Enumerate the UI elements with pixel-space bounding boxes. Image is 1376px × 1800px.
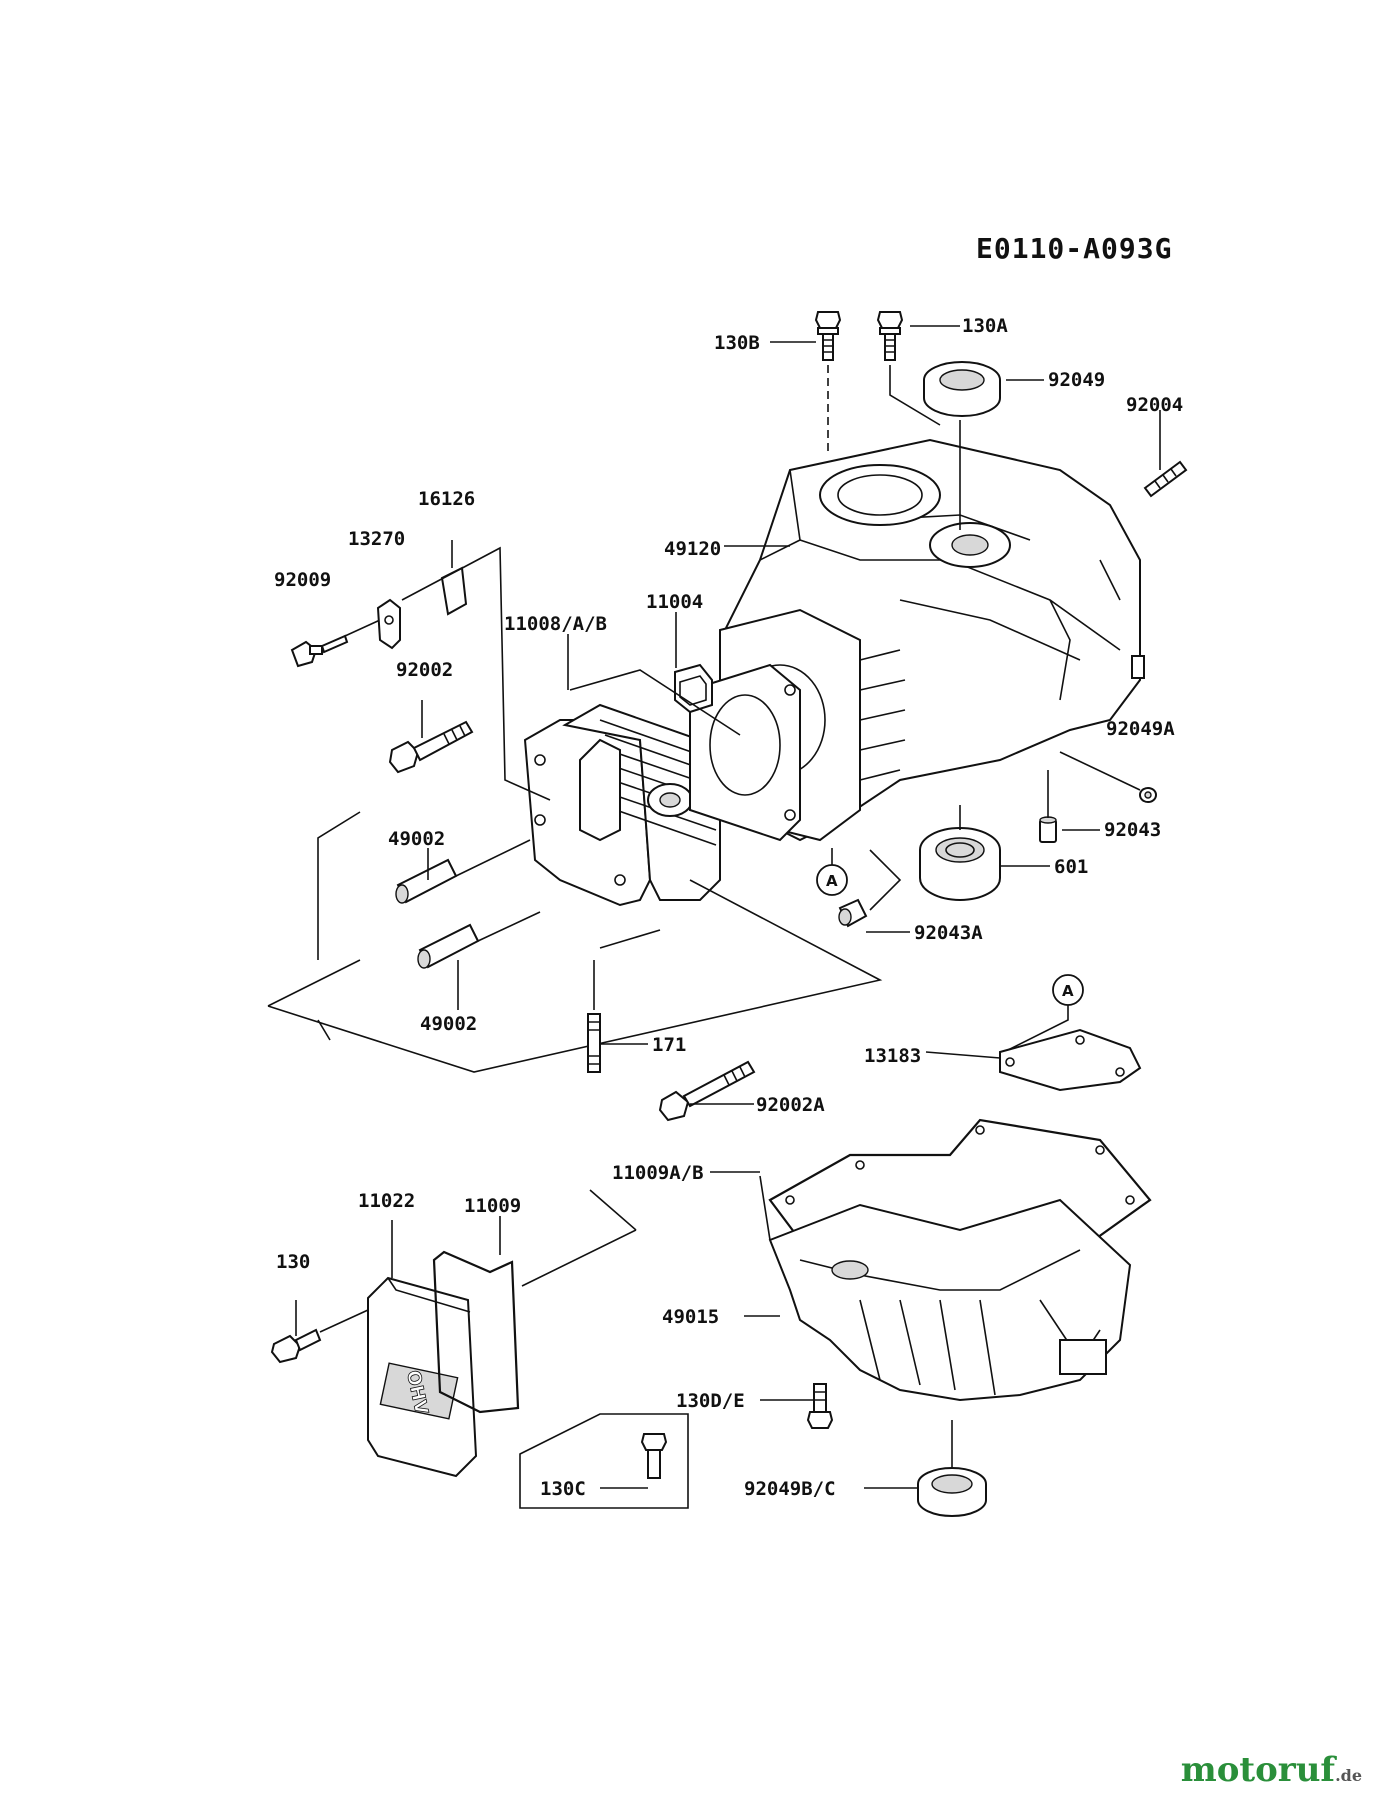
logo-text: motoruf [1180,1750,1336,1790]
bolt-92002A[interactable] [658,1060,756,1122]
label-11009: 11009 [464,1195,521,1217]
cover-plate-13183[interactable] [999,1028,1142,1092]
callout-A-2: A [1052,974,1084,1006]
label-16126: 16126 [418,488,475,510]
head-gasket-part[interactable] [674,663,801,842]
pin-92043A[interactable] [838,898,868,928]
label-171: 171 [652,1034,686,1056]
bolt-92009[interactable] [290,634,349,668]
stud-92004[interactable] [1143,460,1188,498]
label-49120: 49120 [664,538,721,560]
label-11022: 11022 [358,1190,415,1212]
oil-seal-92049[interactable] [923,361,1001,417]
label-13183: 13183 [864,1045,921,1067]
label-11008AB: 11008/A/B [504,613,607,635]
svg-text:A: A [1062,982,1074,1000]
rocker-cover-11022[interactable]: OHV [367,1276,478,1478]
label-601: 601 [1054,856,1088,878]
plate-16126[interactable] [440,566,468,616]
bolt-130B[interactable] [814,311,842,361]
label-92049BC: 92049B/C [744,1478,836,1500]
label-92002A: 92002A [756,1094,825,1116]
label-130B: 130B [714,332,760,354]
bolt-130C-box [519,1413,689,1509]
stud-171[interactable] [587,1013,601,1073]
seal-92049A[interactable] [1139,787,1157,803]
label-92002: 92002 [396,659,453,681]
label-92043A: 92043A [914,922,983,944]
gasket-11009[interactable] [432,1250,520,1414]
label-11004: 11004 [646,591,703,613]
label-92049: 92049 [1048,369,1105,391]
site-logo: motoruf.de [1181,1750,1362,1790]
label-92009: 92009 [274,569,331,591]
label-130DE: 130D/E [676,1390,745,1412]
label-92004: 92004 [1126,394,1183,416]
logo-tld: .de [1335,1766,1362,1785]
clamp-13270[interactable] [376,598,401,650]
label-49015: 49015 [662,1306,719,1328]
label-130A: 130A [962,315,1008,337]
bolt-130[interactable] [270,1328,322,1364]
diagram-code: E0110-A093G [976,232,1172,265]
bolt-130A[interactable] [876,311,904,361]
label-49002-lower: 49002 [420,1013,477,1035]
valve-guide-49002-lower[interactable] [417,923,480,969]
label-130: 130 [276,1251,310,1273]
pin-92043[interactable] [1039,816,1057,843]
callout-A-1: A [816,864,848,896]
bearing-601[interactable] [919,827,1001,901]
label-11009AB: 11009A/B [612,1162,704,1184]
cylinder-head-part[interactable] [523,703,721,907]
oil-seal-92049BC[interactable] [917,1467,987,1517]
bolt-92002[interactable] [388,720,474,774]
bolt-130DE[interactable] [806,1383,834,1429]
label-92049A: 92049A [1106,718,1175,740]
label-92043: 92043 [1104,819,1161,841]
label-130C: 130C [540,1478,586,1500]
valve-guide-49002-upper[interactable] [395,858,458,904]
oil-pan-49015[interactable] [768,1198,1132,1402]
label-49002-upper: 49002 [388,828,445,850]
label-13270: 13270 [348,528,405,550]
svg-text:A: A [826,872,838,890]
